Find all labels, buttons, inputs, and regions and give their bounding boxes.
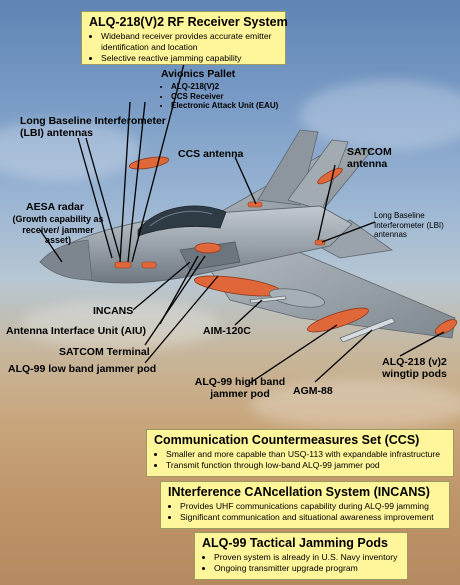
alq99-high-band-label: ALQ-99 high band jammer pod bbox=[194, 376, 286, 400]
cloud bbox=[250, 380, 460, 430]
alq218-rf-receiver-box: ALQ-218(V)2 RF Receiver System Wideband … bbox=[81, 11, 288, 65]
aim120c-label: AIM-120C bbox=[203, 325, 251, 337]
aesa-radar-note: (Growth capability as receiver/ jammer a… bbox=[12, 214, 104, 245]
box-bullet: Smaller and more capable than USQ-113 wi… bbox=[166, 449, 446, 460]
alq99-pods-box: ALQ-99 Tactical Jamming Pods Proven syst… bbox=[194, 532, 408, 580]
lbi-antennas-right-label: Long Baseline Interferometer (LBI) anten… bbox=[374, 211, 444, 239]
avionics-item: CCS Receiver bbox=[171, 92, 278, 102]
nose-cone bbox=[39, 239, 93, 281]
ccs-antenna-label: CCS antenna bbox=[178, 148, 244, 160]
aiu-label: Antenna Interface Unit (AIU) bbox=[6, 325, 147, 337]
box-bullet: Transmit function through low-band ALQ-9… bbox=[166, 460, 446, 471]
alq99-low-band-label: ALQ-99 low band jammer pod bbox=[8, 363, 157, 375]
box-bullet: Wideband receiver provides accurate emit… bbox=[101, 31, 278, 53]
box-title: INterference CANcellation System (INCANS… bbox=[168, 485, 430, 499]
cloud bbox=[20, 300, 220, 350]
agm88-label: AGM-88 bbox=[293, 385, 333, 397]
avionics-pallet-title: Avionics Pallet bbox=[161, 68, 236, 80]
box-bullet: Selective reactive jamming capability bbox=[101, 53, 278, 64]
aesa-radar-label: AESA radar bbox=[26, 201, 84, 213]
box-title: Communication Countermeasures Set (CCS) bbox=[154, 433, 420, 447]
box-title: ALQ-99 Tactical Jamming Pods bbox=[202, 536, 388, 550]
alq218-wingtip-label: ALQ-218 (v)2 wingtip pods bbox=[382, 356, 447, 380]
avionics-item: Electronic Attack Unit (EAU) bbox=[171, 101, 278, 111]
missile-agm88 bbox=[339, 317, 396, 343]
avionics-item: ALQ-218(V)2 bbox=[171, 82, 278, 92]
fuel-tank bbox=[268, 288, 326, 308]
box-bullet: Significant communication and situationa… bbox=[180, 512, 442, 523]
cloud bbox=[0, 120, 140, 180]
satcom-terminal-label: SATCOM Terminal bbox=[59, 346, 150, 358]
canopy bbox=[137, 205, 227, 237]
cloud bbox=[300, 80, 460, 150]
lbi-antennas-label: Long Baseline Interferometer (LBI) anten… bbox=[20, 115, 166, 139]
missile-aim120c bbox=[249, 295, 287, 304]
incans-box: INterference CANcellation System (INCANS… bbox=[160, 481, 450, 529]
avionics-pallet-list: ALQ-218(V)2 CCS Receiver Electronic Atta… bbox=[162, 82, 278, 111]
box-bullet: Proven system is already in U.S. Navy in… bbox=[214, 552, 400, 563]
incans-label: INCANS bbox=[93, 305, 134, 317]
satcom-antenna-label: SATCOM antenna bbox=[347, 146, 392, 170]
box-title: ALQ-218(V)2 RF Receiver System bbox=[89, 15, 288, 29]
box-bullet: Ongoing transmitter upgrade program bbox=[214, 563, 400, 574]
ccs-box: Communication Countermeasures Set (CCS) … bbox=[146, 429, 454, 477]
box-bullet: Provides UHF communications capability d… bbox=[180, 501, 442, 512]
